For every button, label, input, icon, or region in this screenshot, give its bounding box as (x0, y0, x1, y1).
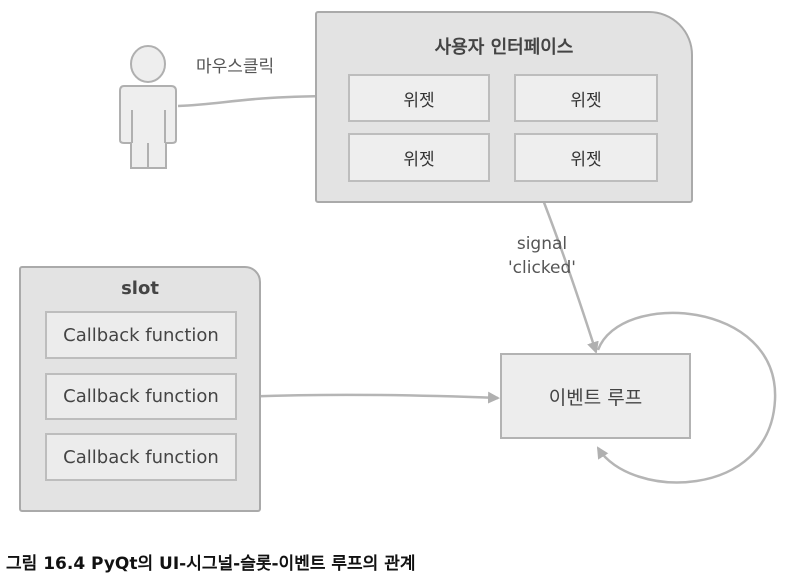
callback-function-1[interactable]: Callback function (45, 311, 237, 359)
signal-label-line2: 'clicked' (508, 258, 576, 278)
slot-panel-title: slot (121, 278, 159, 299)
mouse-click-label: 마우스클릭 (196, 57, 275, 77)
callback-function-3[interactable]: Callback function (45, 433, 237, 481)
widget-2[interactable]: 위젯 (514, 74, 658, 122)
callback-event-arrow (238, 390, 500, 404)
event-loop-arc (596, 311, 777, 484)
figure-caption: 그림 16.4 PyQt의 UI-시그널-슬롯-이벤트 루프의 관계 (6, 554, 416, 574)
click-arrow (177, 90, 348, 108)
widget-4[interactable]: 위젯 (514, 133, 658, 182)
callback-function-2[interactable]: Callback function (45, 373, 237, 420)
widget-3[interactable]: 위젯 (348, 133, 490, 182)
signal-label-line1: signal (516, 234, 568, 254)
widget-1[interactable]: 위젯 (348, 74, 490, 122)
user-person-icon (119, 45, 177, 169)
ui-panel-title: 사용자 인터페이스 (434, 37, 574, 58)
event-loop-box: 이벤트 루프 (500, 353, 691, 439)
